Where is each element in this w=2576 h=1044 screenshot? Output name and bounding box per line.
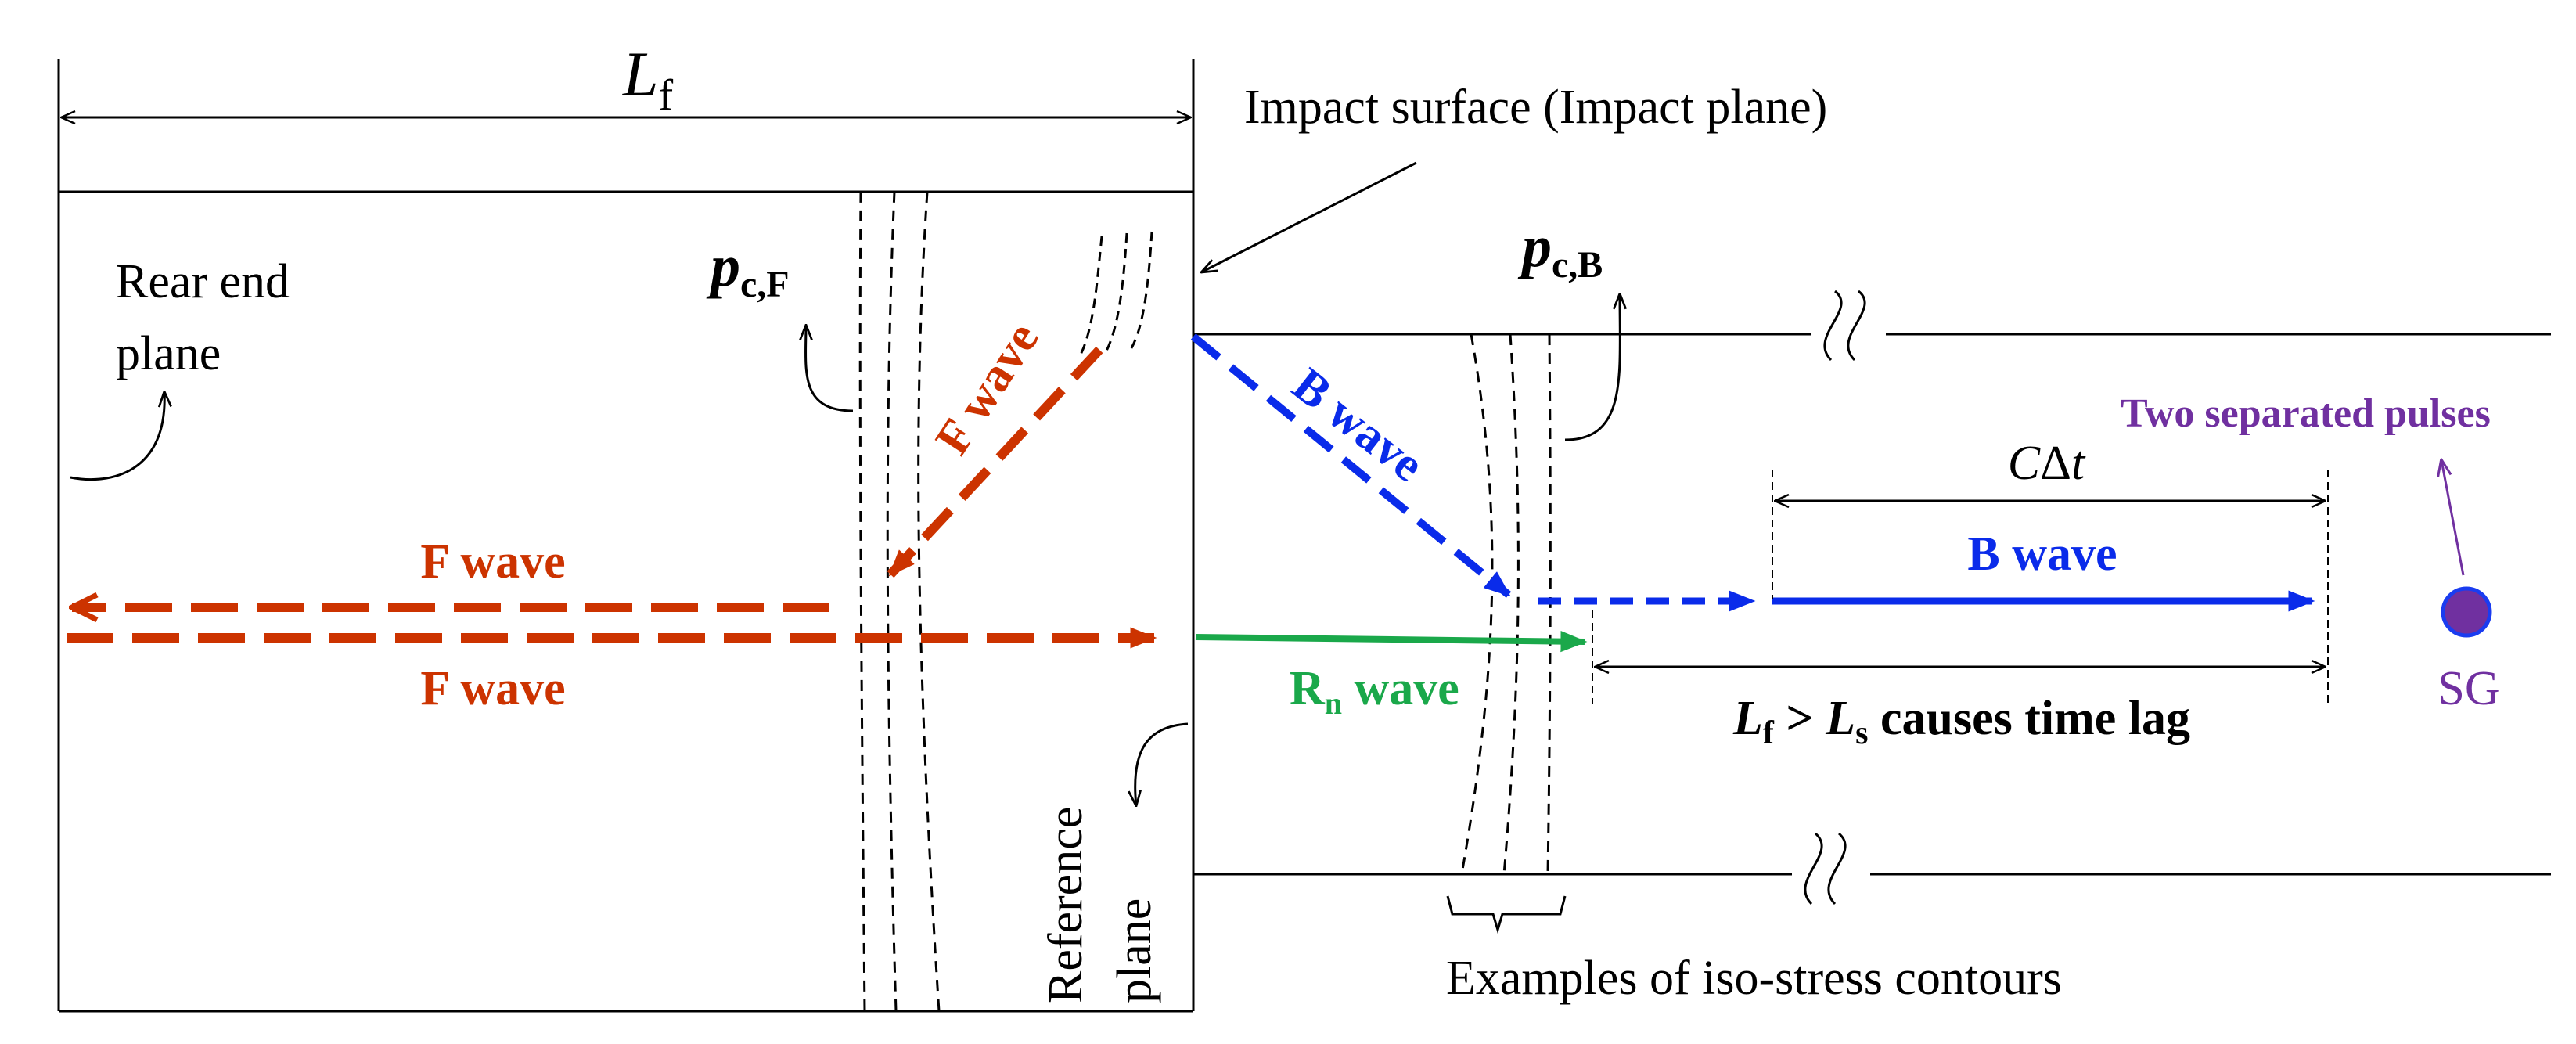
pcb-label: pc,B: [1517, 214, 1603, 286]
pcf-pointer: [806, 325, 854, 412]
two-pulses-pointer: [2441, 460, 2465, 576]
time-lag-label: Lf > Ls causes time lag: [1732, 692, 2190, 751]
length-f-label: Lf: [622, 38, 674, 120]
impact-surface-pointer: [1201, 161, 1417, 272]
flyer-bar: [57, 59, 1195, 1013]
f-wave-bottom-label: F wave: [420, 662, 565, 715]
flyer-iso-stress-contours: [858, 191, 941, 1012]
two-separated-pulses-label: Two separated pulses: [2121, 391, 2491, 436]
f-wave-diagonal-arrow: [887, 346, 1103, 578]
pcf-label: pc,F: [706, 233, 790, 305]
cdt-label: CΔt: [2008, 437, 2086, 490]
specimen-bar: [1193, 333, 2551, 876]
pcb-pointer: [1564, 293, 1620, 441]
cdt-extension-lines: [1592, 470, 2329, 704]
rear-end-pointer: [70, 391, 164, 481]
specimen-iso-stress-contours: [1460, 333, 1552, 875]
strain-gauge-dot: [2441, 586, 2492, 638]
b-wave-label: B wave: [1967, 527, 2117, 581]
f-wave-diagonal-label: F wave: [926, 313, 1049, 464]
impact-corner-contours: [1078, 231, 1153, 357]
strain-gauge-label: SG: [2437, 662, 2499, 715]
reference-plane-pointer: [1135, 722, 1189, 806]
rn-wave-arrow: [1195, 631, 1588, 653]
break-marks: [1804, 290, 1866, 905]
rn-wave-label: Rn wave: [1290, 662, 1459, 721]
iso-stress-label: Examples of iso-stress contours: [1446, 952, 2062, 1005]
impact-surface-label: Impact surface (Impact plane): [1244, 81, 1827, 134]
f-wave-top-label: F wave: [420, 535, 565, 589]
iso-stress-brace: [1446, 895, 1567, 934]
b-wave-diagonal-arrow: [1190, 333, 1512, 598]
